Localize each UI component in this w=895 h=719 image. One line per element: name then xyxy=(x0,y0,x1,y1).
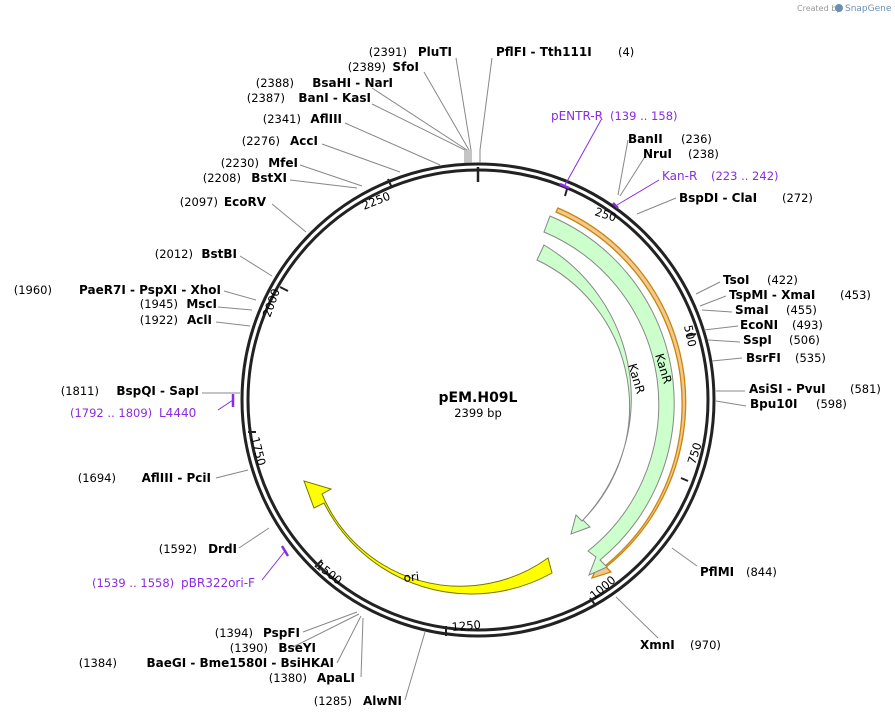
ring-tick-label: 750 xyxy=(685,441,705,466)
site-names: EcoNI xyxy=(740,318,778,332)
site-position: (422) xyxy=(767,273,798,287)
plasmid-name: pEM.H09L xyxy=(439,390,518,406)
site-position: (236) xyxy=(681,132,712,146)
site-names: BstXI xyxy=(251,171,287,185)
site-position: (581) xyxy=(850,382,881,396)
site-position: (1380) xyxy=(269,671,307,685)
backbone-outer xyxy=(240,162,716,638)
kanr-arrow-inner xyxy=(536,244,632,535)
site-position: (2012) xyxy=(155,247,193,261)
site-position: (1592) xyxy=(159,542,197,556)
site-position: (2097) xyxy=(180,195,218,209)
site-position: (2388) xyxy=(256,76,294,90)
site-position: (2276) xyxy=(242,134,280,148)
ori-label: ori xyxy=(403,569,420,585)
site-names: BanI - KasI xyxy=(298,91,371,105)
site-names: AflIII xyxy=(310,112,342,126)
site-position: (1394) xyxy=(215,626,253,640)
site-position: (493) xyxy=(792,318,823,332)
ring-tick-label: 1750 xyxy=(248,435,269,467)
site-position: (238) xyxy=(688,147,719,161)
site-position: (1694) xyxy=(78,471,116,485)
site-position: (1945) xyxy=(140,297,178,311)
site-names: AlwNI xyxy=(363,694,402,708)
primer-name: Kan-R xyxy=(662,169,697,183)
brand-name: SnapGene xyxy=(845,4,892,14)
site-names: BspDI - ClaI xyxy=(679,191,757,205)
site-names: ApaLI xyxy=(317,671,355,685)
site-names: BaeGI - Bme1580I - BsiHKAI xyxy=(146,656,334,670)
site-position: (453) xyxy=(840,288,871,302)
site-position: (1811) xyxy=(61,384,99,398)
primer-range: (139 .. 158) xyxy=(610,109,678,123)
site-position: (2387) xyxy=(247,91,285,105)
site-position: (506) xyxy=(789,333,820,347)
site-names: AsiSI - PvuI xyxy=(749,382,826,396)
site-names: PflFI - Tth111I xyxy=(496,45,592,59)
site-position: (535) xyxy=(795,351,826,365)
primer-name: pBR322ori-F xyxy=(181,576,255,590)
primer-range: (1792 .. 1809) xyxy=(70,406,152,420)
site-position: (2391) xyxy=(369,45,407,59)
site-position: (1285) xyxy=(314,694,352,708)
primer-name: pENTR-R xyxy=(551,109,603,123)
site-position: (2341) xyxy=(263,112,301,126)
site-position: (1922) xyxy=(140,313,178,327)
site-names: BanII xyxy=(628,132,663,146)
site-names: BstBI xyxy=(201,247,237,261)
site-names: EcoRV xyxy=(224,195,267,209)
site-position: (1960) xyxy=(14,283,52,297)
ring-tick-label: 250 xyxy=(593,205,618,225)
site-position: (272) xyxy=(782,191,813,205)
site-names: BsrFI xyxy=(746,351,781,365)
primer-range: (223 .. 242) xyxy=(711,169,779,183)
site-names: BsaHI - NarI xyxy=(312,76,393,90)
site-position: (598) xyxy=(816,397,847,411)
site-names: TsoI xyxy=(723,273,749,287)
site-names: DrdI xyxy=(208,542,237,556)
site-names: PspFI xyxy=(263,626,300,640)
kanr-arrow-outer xyxy=(543,215,675,576)
site-position: (2208) xyxy=(203,171,241,185)
site-names: AccI xyxy=(290,134,318,148)
site-names: SfoI xyxy=(392,60,419,74)
site-names: AflIII - PciI xyxy=(142,471,211,485)
ring-tick-label: 1250 xyxy=(451,617,481,633)
site-names: NruI xyxy=(643,147,672,161)
site-position: (455) xyxy=(786,303,817,317)
site-names: Bpu10I xyxy=(750,397,797,411)
brand-prefix: Created by xyxy=(797,4,841,13)
site-names: AclI xyxy=(187,313,212,327)
site-position: (2389) xyxy=(348,60,386,74)
site-names: PluTI xyxy=(418,45,452,59)
site-position: (1390) xyxy=(230,641,268,655)
site-names: TspMI - XmaI xyxy=(729,288,815,302)
primer-range: (1539 .. 1558) xyxy=(92,576,174,590)
site-position: (970) xyxy=(690,638,721,652)
site-names: MfeI xyxy=(268,156,298,170)
site-position: (2230) xyxy=(221,156,259,170)
kanr-highlight xyxy=(555,207,687,580)
site-names: MscI xyxy=(186,297,217,311)
ori-arrow xyxy=(303,480,553,595)
site-names: SspI xyxy=(743,333,772,347)
ring-tick-label: 500 xyxy=(681,324,699,348)
ring-tick-label: 2000 xyxy=(260,287,283,319)
site-names: SmaI xyxy=(735,303,769,317)
site-names: PaeR7I - PspXI - XhoI xyxy=(79,283,221,297)
site-position: (1384) xyxy=(79,656,117,670)
site-position: (4) xyxy=(618,45,634,59)
site-names: BseYI xyxy=(278,641,316,655)
snapgene-logo-icon xyxy=(835,4,843,12)
site-position: (844) xyxy=(746,565,777,579)
site-names: XmnI xyxy=(640,638,675,652)
site-names: BspQI - SapI xyxy=(116,384,199,398)
plasmid-size: 2399 bp xyxy=(454,406,502,420)
site-names: PflMI xyxy=(700,565,734,579)
primer-name: L4440 xyxy=(159,406,196,420)
